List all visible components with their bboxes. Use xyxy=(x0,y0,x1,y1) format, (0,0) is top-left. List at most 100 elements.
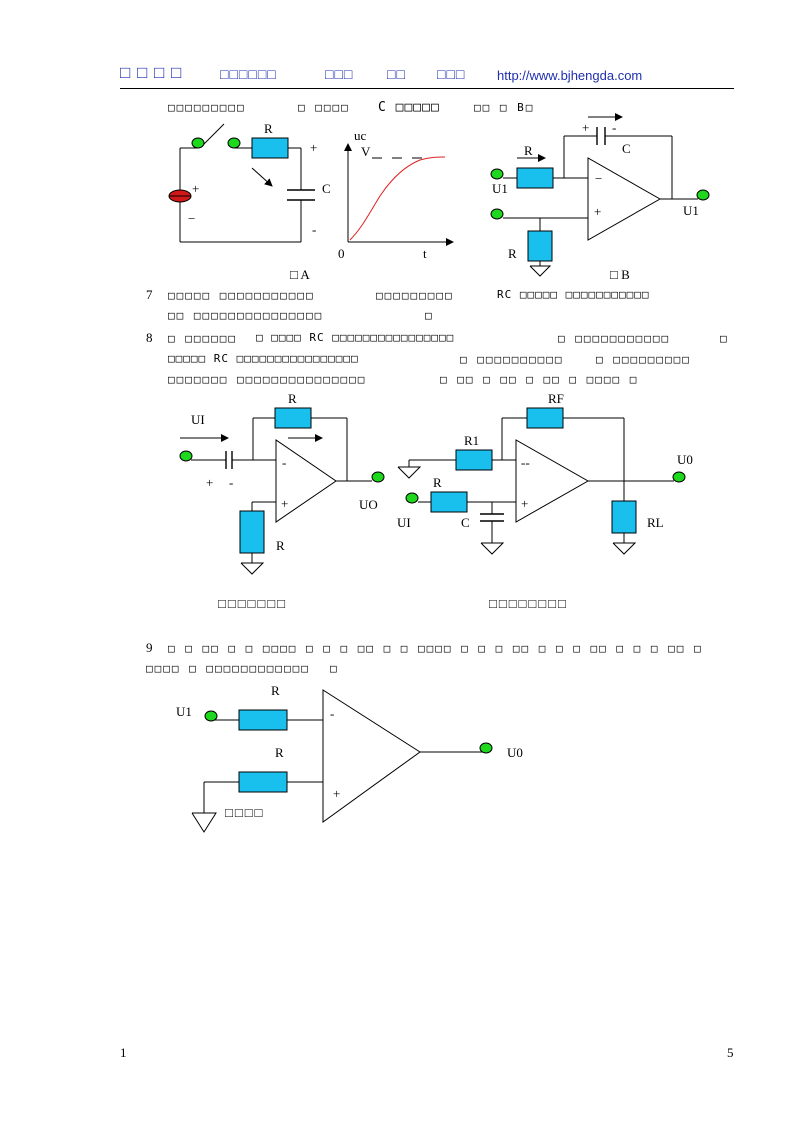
fig-e-label-c: C xyxy=(461,515,470,530)
fig-f-label-u0: U0 xyxy=(507,745,523,760)
q8-line3-a: □□□□□□□ □□□□□□□□□□□□□□□ xyxy=(168,373,367,386)
resistor-r-in-fig-b xyxy=(516,167,554,189)
resistor-r1 xyxy=(455,449,493,471)
terminal-u0-fig-e xyxy=(672,471,686,483)
fig-d-label-r-gnd: R xyxy=(276,538,285,553)
terminal-u1-out xyxy=(696,189,710,201)
q8-line1-d: □ xyxy=(720,332,729,345)
header-url[interactable]: http://www.bjhengda.com xyxy=(497,68,643,83)
q6-text-2: □ □□□□ xyxy=(298,101,350,114)
q8-line1-b: □ □□□□ RC □□□□□□□□□□□□□□□□ xyxy=(256,331,455,344)
q8-line3-b: □ □□ □ □□ □ □□ □ □□□□ □ xyxy=(440,373,639,386)
resistor-r-fig-e xyxy=(430,491,468,513)
q8-number: 8 xyxy=(146,330,153,345)
terminal-switch-b xyxy=(227,137,241,149)
charging-curve xyxy=(349,156,446,241)
fig-a-label-r: R xyxy=(264,121,273,136)
q8-line1-a: □ □□□□□□ xyxy=(168,332,237,345)
fig-f-label-r2: R xyxy=(275,745,284,760)
fig-a-src-minus: − xyxy=(188,211,195,226)
figure-b-circuit xyxy=(503,113,698,277)
charging-graph xyxy=(344,143,454,246)
q7-line2-a: □□ □□□□□□□□□□□□□□□ xyxy=(168,309,324,322)
figure-e-circuit xyxy=(397,417,674,555)
terminal-u0-fig-f xyxy=(479,742,493,754)
q7-line2-b: □ xyxy=(425,309,434,322)
fig-e-label-rl: RL xyxy=(647,515,664,530)
fig-a-label-c: C xyxy=(322,181,331,196)
q7-line1-a: □□□□□ □□□□□□□□□□□ xyxy=(168,289,315,302)
fig-e-label-r1: R1 xyxy=(464,433,479,448)
header-text-2: □□□ xyxy=(325,66,354,82)
axis-t-label: t xyxy=(423,246,427,261)
site-logo: □ □ □ □ xyxy=(120,63,183,82)
terminal-gnd-in xyxy=(490,208,504,220)
q9-line2-a: □□□□ □ □□□□□□□□□□□□ xyxy=(146,662,310,675)
resistor-r-gnd-fig-d xyxy=(239,510,265,554)
terminal-ui-fig-d xyxy=(179,450,193,462)
fig-a-label-plus: + xyxy=(310,140,317,155)
fig-e-op-plus: + xyxy=(521,496,528,511)
footer-right: 5 xyxy=(727,1045,734,1060)
fig-e-label-rf: RF xyxy=(548,391,564,406)
fig-b-label-u1-in: U1 xyxy=(492,181,508,196)
q6-text-c: C □□□□□ xyxy=(378,100,440,115)
q6-text-3: □□ □ B□ xyxy=(474,101,535,114)
resistor-r1-fig-f xyxy=(238,709,288,731)
figure-a-caption: □ A xyxy=(290,267,310,282)
fig-d-label-ui: UI xyxy=(191,412,205,427)
fig-d-op-plus: + xyxy=(281,496,288,511)
fig-b-op-minus: − xyxy=(595,171,602,186)
header-rule xyxy=(120,88,734,89)
terminal-u1-fig-f xyxy=(204,710,218,722)
fig-a-src-plus: + xyxy=(192,181,199,196)
fig-e-label-ui: UI xyxy=(397,515,411,530)
q7-number: 7 xyxy=(146,287,153,302)
q9-line2-b: □ xyxy=(330,662,339,675)
fig-e-label-r: R xyxy=(433,475,442,490)
fig-d-cap-plus: + xyxy=(206,475,213,490)
fig-d-op-minus: - xyxy=(282,455,286,470)
header-text-3: □□ xyxy=(387,66,406,82)
resistor-rf xyxy=(526,407,564,429)
fig-d-label-uo: UO xyxy=(359,497,378,512)
q8-line2-b: □ □□□□□□□□□□ xyxy=(460,353,564,366)
header-text-4: □□□ xyxy=(437,66,466,82)
fig-d-label-r-fb: R xyxy=(288,391,297,406)
fig-b-op-plus: + xyxy=(594,204,601,219)
q8-line2-a: □□□□□ RC □□□□□□□□□□□□□□□□ xyxy=(168,352,359,365)
fig-e-op-minus: -- xyxy=(521,455,530,470)
header-text-1: □□□□□□ xyxy=(220,66,277,82)
axis-zero-label: 0 xyxy=(338,246,345,261)
q8-line1-c: □ □□□□□□□□□□□ xyxy=(558,332,671,345)
fig-b-cap-minus: - xyxy=(612,120,616,135)
resistor-r-gnd-fig-b xyxy=(527,230,553,262)
figure-e-caption: □□□□□□□□ xyxy=(489,596,568,611)
q7-line1-c: RC □□□□□ □□□□□□□□□□□ xyxy=(497,288,650,301)
fig-e-label-u0: U0 xyxy=(677,452,693,467)
q6-text-1: □□□□□□□□□ xyxy=(168,101,246,114)
fig-b-cap-plus: + xyxy=(582,120,589,135)
resistor-rl xyxy=(611,500,637,534)
fig-f-op-minus: - xyxy=(330,706,334,721)
q7-line1-b: □□□□□□□□□ xyxy=(376,289,454,302)
fig-b-label-r-in: R xyxy=(524,143,533,158)
fig-b-label-c: C xyxy=(622,141,631,156)
resistor-r2-fig-f xyxy=(238,771,288,793)
fig-f-label-u1: U1 xyxy=(176,704,192,719)
fig-f-label-r1: R xyxy=(271,683,280,698)
fig-b-label-u1-out: U1 xyxy=(683,203,699,218)
axis-uc-label: uc xyxy=(354,128,367,143)
terminal-switch-a xyxy=(191,137,205,149)
fig-d-cap-minus: - xyxy=(229,475,233,490)
q9-line1: □ □ □□ □ □ □□□□ □ □ □ □□ □ □ □□□□ □ □ □ … xyxy=(168,642,703,655)
axis-v-label: V xyxy=(361,144,371,159)
terminal-u1-in xyxy=(490,168,504,180)
terminal-uo-fig-d xyxy=(371,471,385,483)
fig-f-ground-text: □□□□ xyxy=(225,805,264,820)
fig-f-op-plus: + xyxy=(333,786,340,801)
footer-left: 1 xyxy=(120,1045,127,1060)
resistor-r-fig-a xyxy=(251,137,289,159)
figure-d-circuit xyxy=(180,417,372,575)
